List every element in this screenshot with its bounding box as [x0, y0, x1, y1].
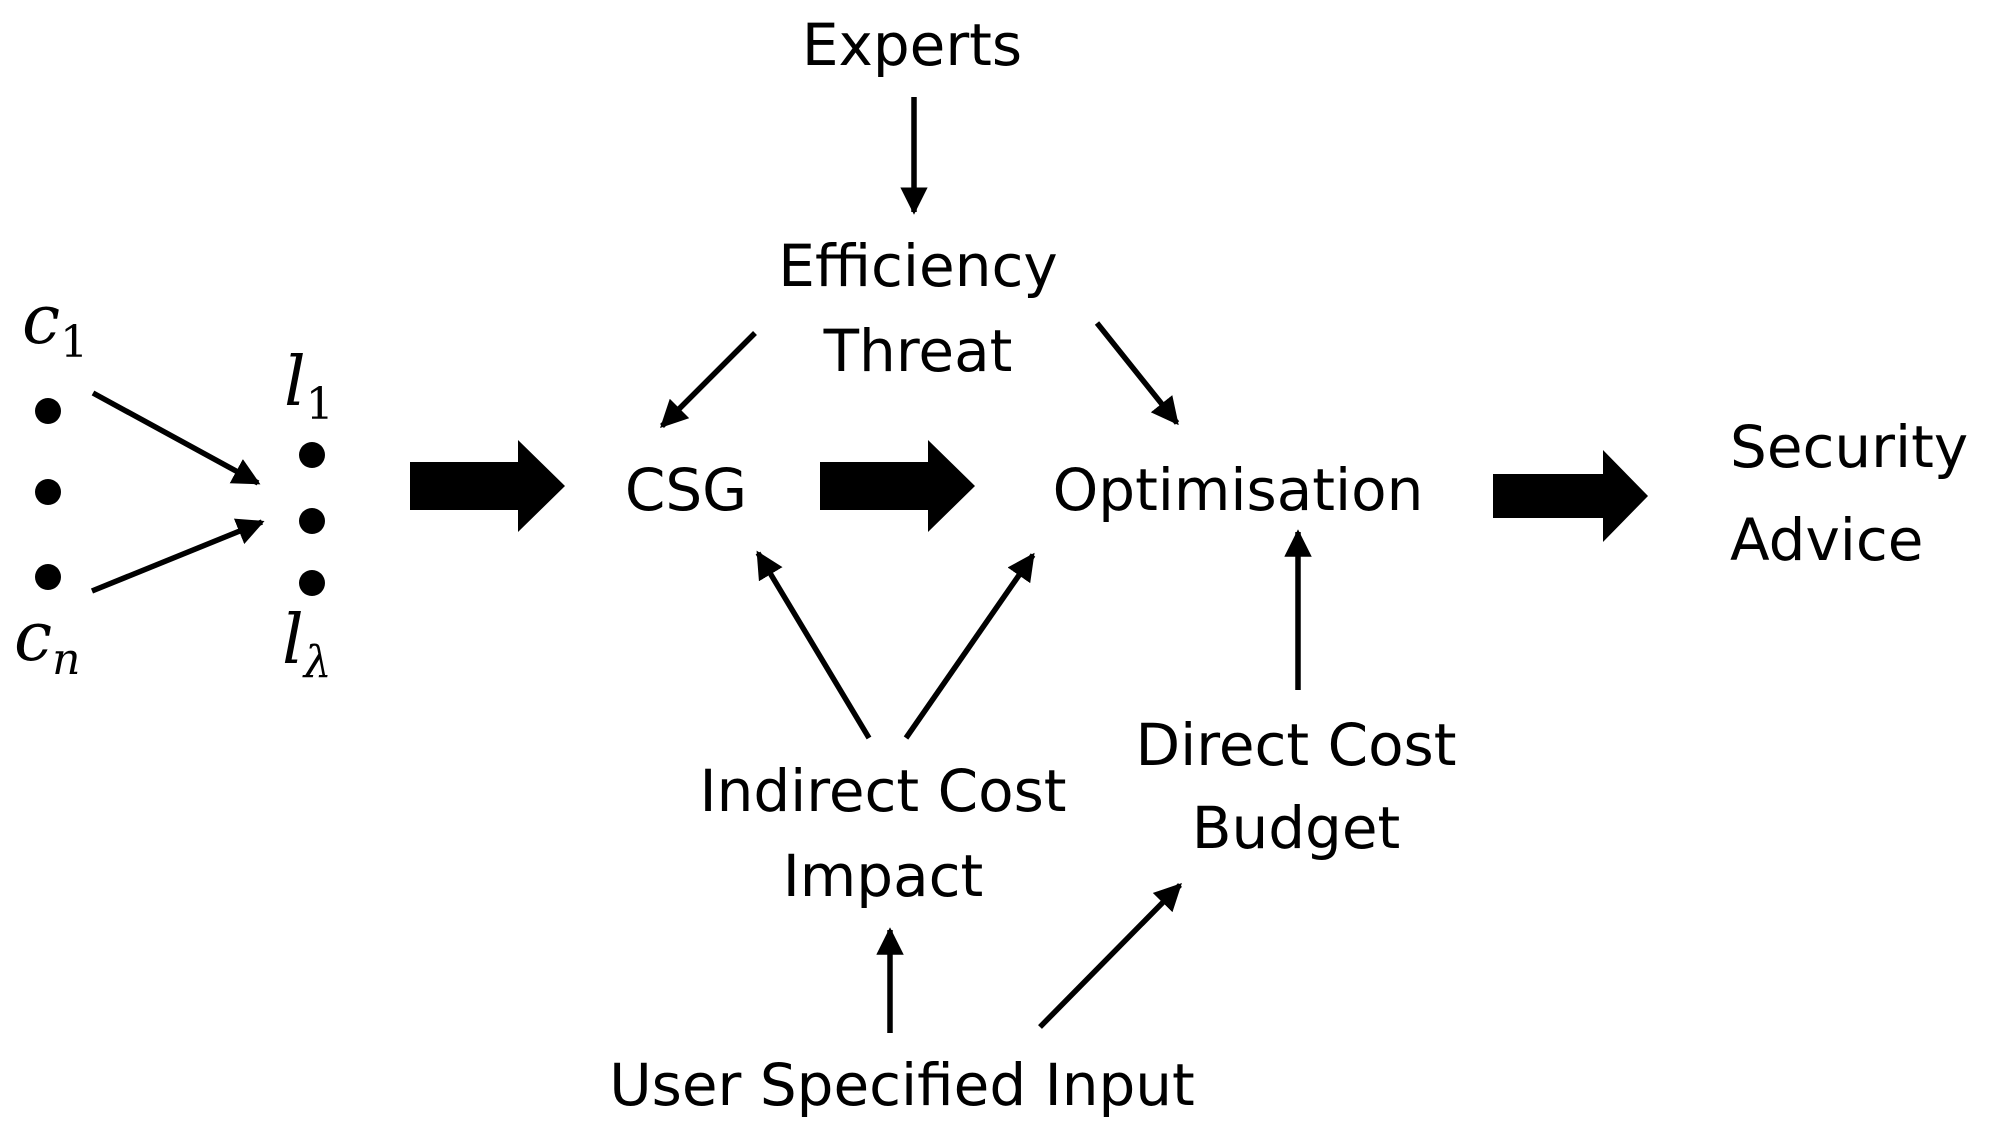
node-direct-cost: Direct Cost	[1135, 711, 1456, 779]
l-last-label: lλ	[282, 601, 332, 688]
l-dot-top	[299, 442, 325, 468]
node-advice: Advice	[1730, 506, 1923, 574]
node-user-input: User Specified Input	[609, 1051, 1195, 1119]
arrow-efficiency-to-csg	[660, 331, 757, 428]
big-arrow-l-to-csg	[410, 440, 565, 532]
c-dot-bottom	[35, 564, 61, 590]
c-dot-top	[35, 398, 61, 424]
node-experts: Experts	[802, 11, 1022, 79]
arrow-efficiency-to-optimisation	[1094, 321, 1180, 426]
node-budget: Budget	[1192, 794, 1401, 862]
node-security: Security	[1730, 413, 1968, 481]
arrow-user-to-direct	[1038, 883, 1182, 1029]
arrow-indirect-to-csg	[755, 550, 872, 740]
node-efficiency: Efficiency	[778, 232, 1057, 300]
big-arrow-csg-to-optimisation	[820, 440, 975, 532]
node-csg: CSG	[625, 456, 747, 524]
l-first-label: l1	[284, 343, 334, 430]
arrow-c1-to-l	[91, 390, 261, 486]
arrow-indirect-to-optimisation	[903, 552, 1036, 740]
node-optimisation: Optimisation	[1053, 456, 1424, 524]
arrow-cn-to-l	[90, 518, 265, 594]
l-dot-middle	[299, 508, 325, 534]
c-last-label: cn	[14, 598, 80, 685]
node-impact: Impact	[783, 842, 984, 910]
node-indirect-cost: Indirect Cost	[699, 757, 1066, 825]
c-first-label: c1	[22, 281, 88, 368]
big-arrow-optimisation-to-advice	[1493, 450, 1648, 542]
l-dot-bottom	[299, 570, 325, 596]
c-dot-middle	[35, 479, 61, 505]
node-threat: Threat	[823, 317, 1013, 385]
